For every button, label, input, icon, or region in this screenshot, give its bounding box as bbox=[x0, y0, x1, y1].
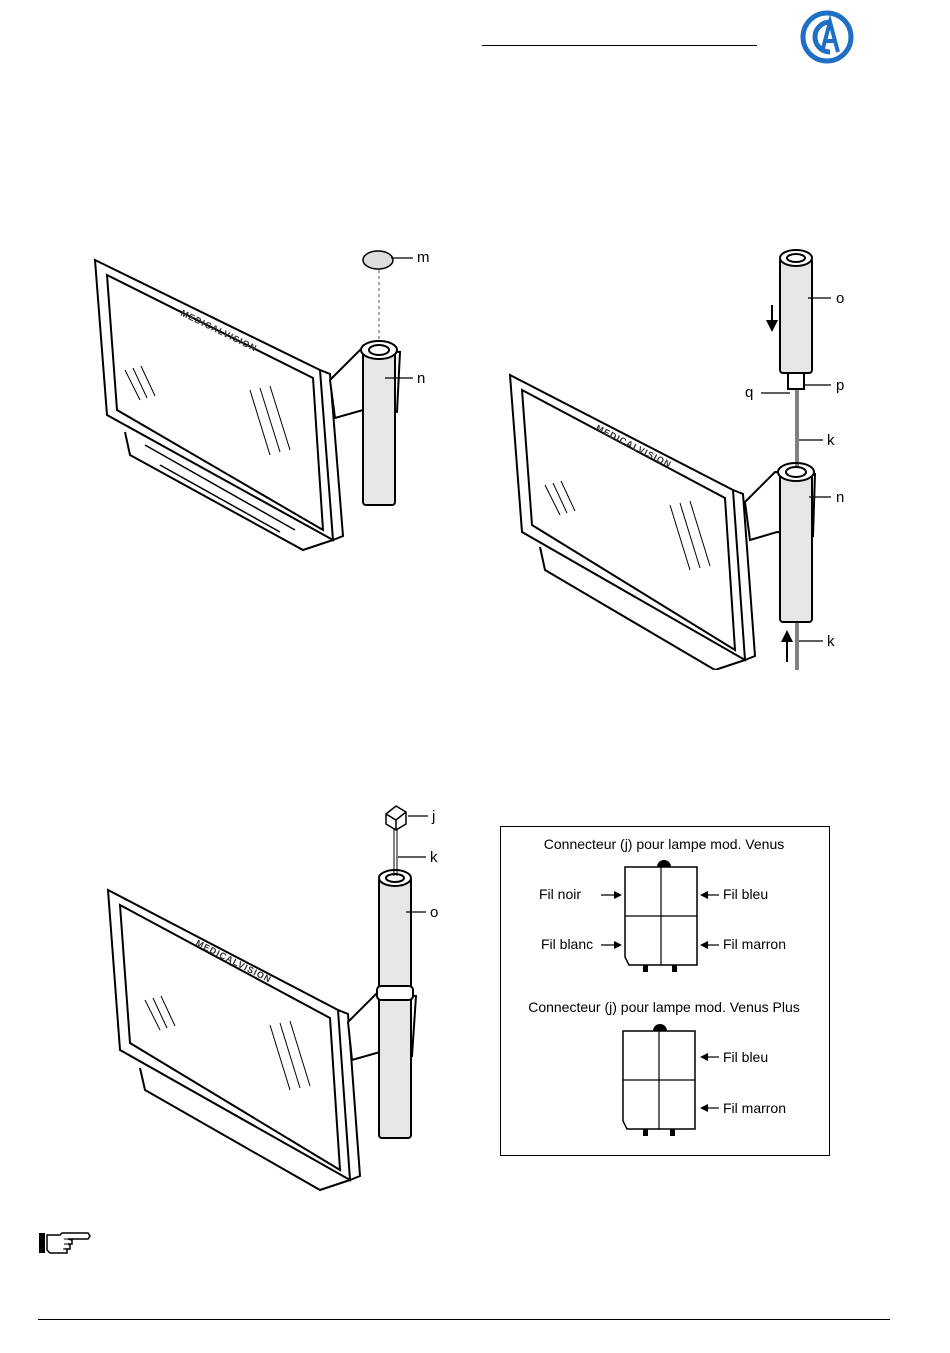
connector-j bbox=[386, 806, 406, 830]
venus-left-top: Fil noir bbox=[539, 886, 581, 902]
label-j: j bbox=[431, 808, 435, 825]
venus-right-top: Fil bleu bbox=[723, 886, 768, 902]
arm-and-pole bbox=[348, 870, 416, 1138]
arm-and-pole bbox=[745, 463, 815, 622]
label-n: n bbox=[417, 370, 425, 387]
arrow-right-icon bbox=[601, 941, 622, 949]
pole-o bbox=[780, 250, 812, 389]
venus-plus-right-top: Fil bleu bbox=[723, 1049, 768, 1065]
venus-plus-right-bottom: Fil marron bbox=[723, 1100, 786, 1116]
footer-rule bbox=[38, 1319, 890, 1320]
arm-and-pole bbox=[330, 341, 400, 505]
venus-left-bottom: Fil blanc bbox=[541, 936, 593, 952]
cap-m bbox=[363, 251, 393, 269]
figure-connector-threading: MEDICALVISION j k o bbox=[100, 800, 450, 1195]
label-k-top: k bbox=[827, 432, 835, 449]
label-q: q bbox=[745, 384, 753, 401]
label-n: n bbox=[836, 489, 844, 506]
arrow-left-icon bbox=[700, 1053, 719, 1061]
venus-title: Connecteur (j) pour lampe mod. Venus bbox=[544, 836, 784, 852]
arrow-right-icon bbox=[601, 891, 622, 899]
arrow-up-icon bbox=[781, 630, 793, 662]
header-rule bbox=[482, 45, 757, 46]
connector-wiring-diagram: Connecteur (j) pour lampe mod. Venus Fil… bbox=[500, 826, 830, 1156]
arrow-left-icon bbox=[700, 1104, 719, 1112]
label-m: m bbox=[417, 249, 430, 266]
label-k: k bbox=[430, 849, 438, 866]
label-o: o bbox=[430, 904, 438, 921]
venus-right-bottom: Fil marron bbox=[723, 936, 786, 952]
arrow-left-icon bbox=[700, 891, 719, 899]
label-o: o bbox=[836, 290, 844, 307]
arrow-down-icon bbox=[766, 305, 778, 332]
figure-monitor-cap-removal: MEDICALVISION m n bbox=[85, 240, 455, 560]
pointing-hand-note-icon bbox=[38, 1230, 92, 1256]
monitor-drawing bbox=[108, 890, 360, 1190]
label-k-bottom: k bbox=[827, 633, 835, 650]
company-logo-ca-icon bbox=[800, 10, 854, 64]
monitor-drawing bbox=[95, 260, 343, 550]
label-p: p bbox=[836, 377, 844, 394]
venus-plus-connector bbox=[623, 1024, 695, 1136]
monitor-drawing bbox=[510, 375, 755, 670]
venus-connector bbox=[625, 860, 697, 972]
arrow-left-icon bbox=[700, 941, 719, 949]
venus-plus-title: Connecteur (j) pour lampe mod. Venus Plu… bbox=[528, 999, 800, 1015]
figure-pole-insertion: MEDICALVISION o p q k n k bbox=[505, 240, 865, 670]
